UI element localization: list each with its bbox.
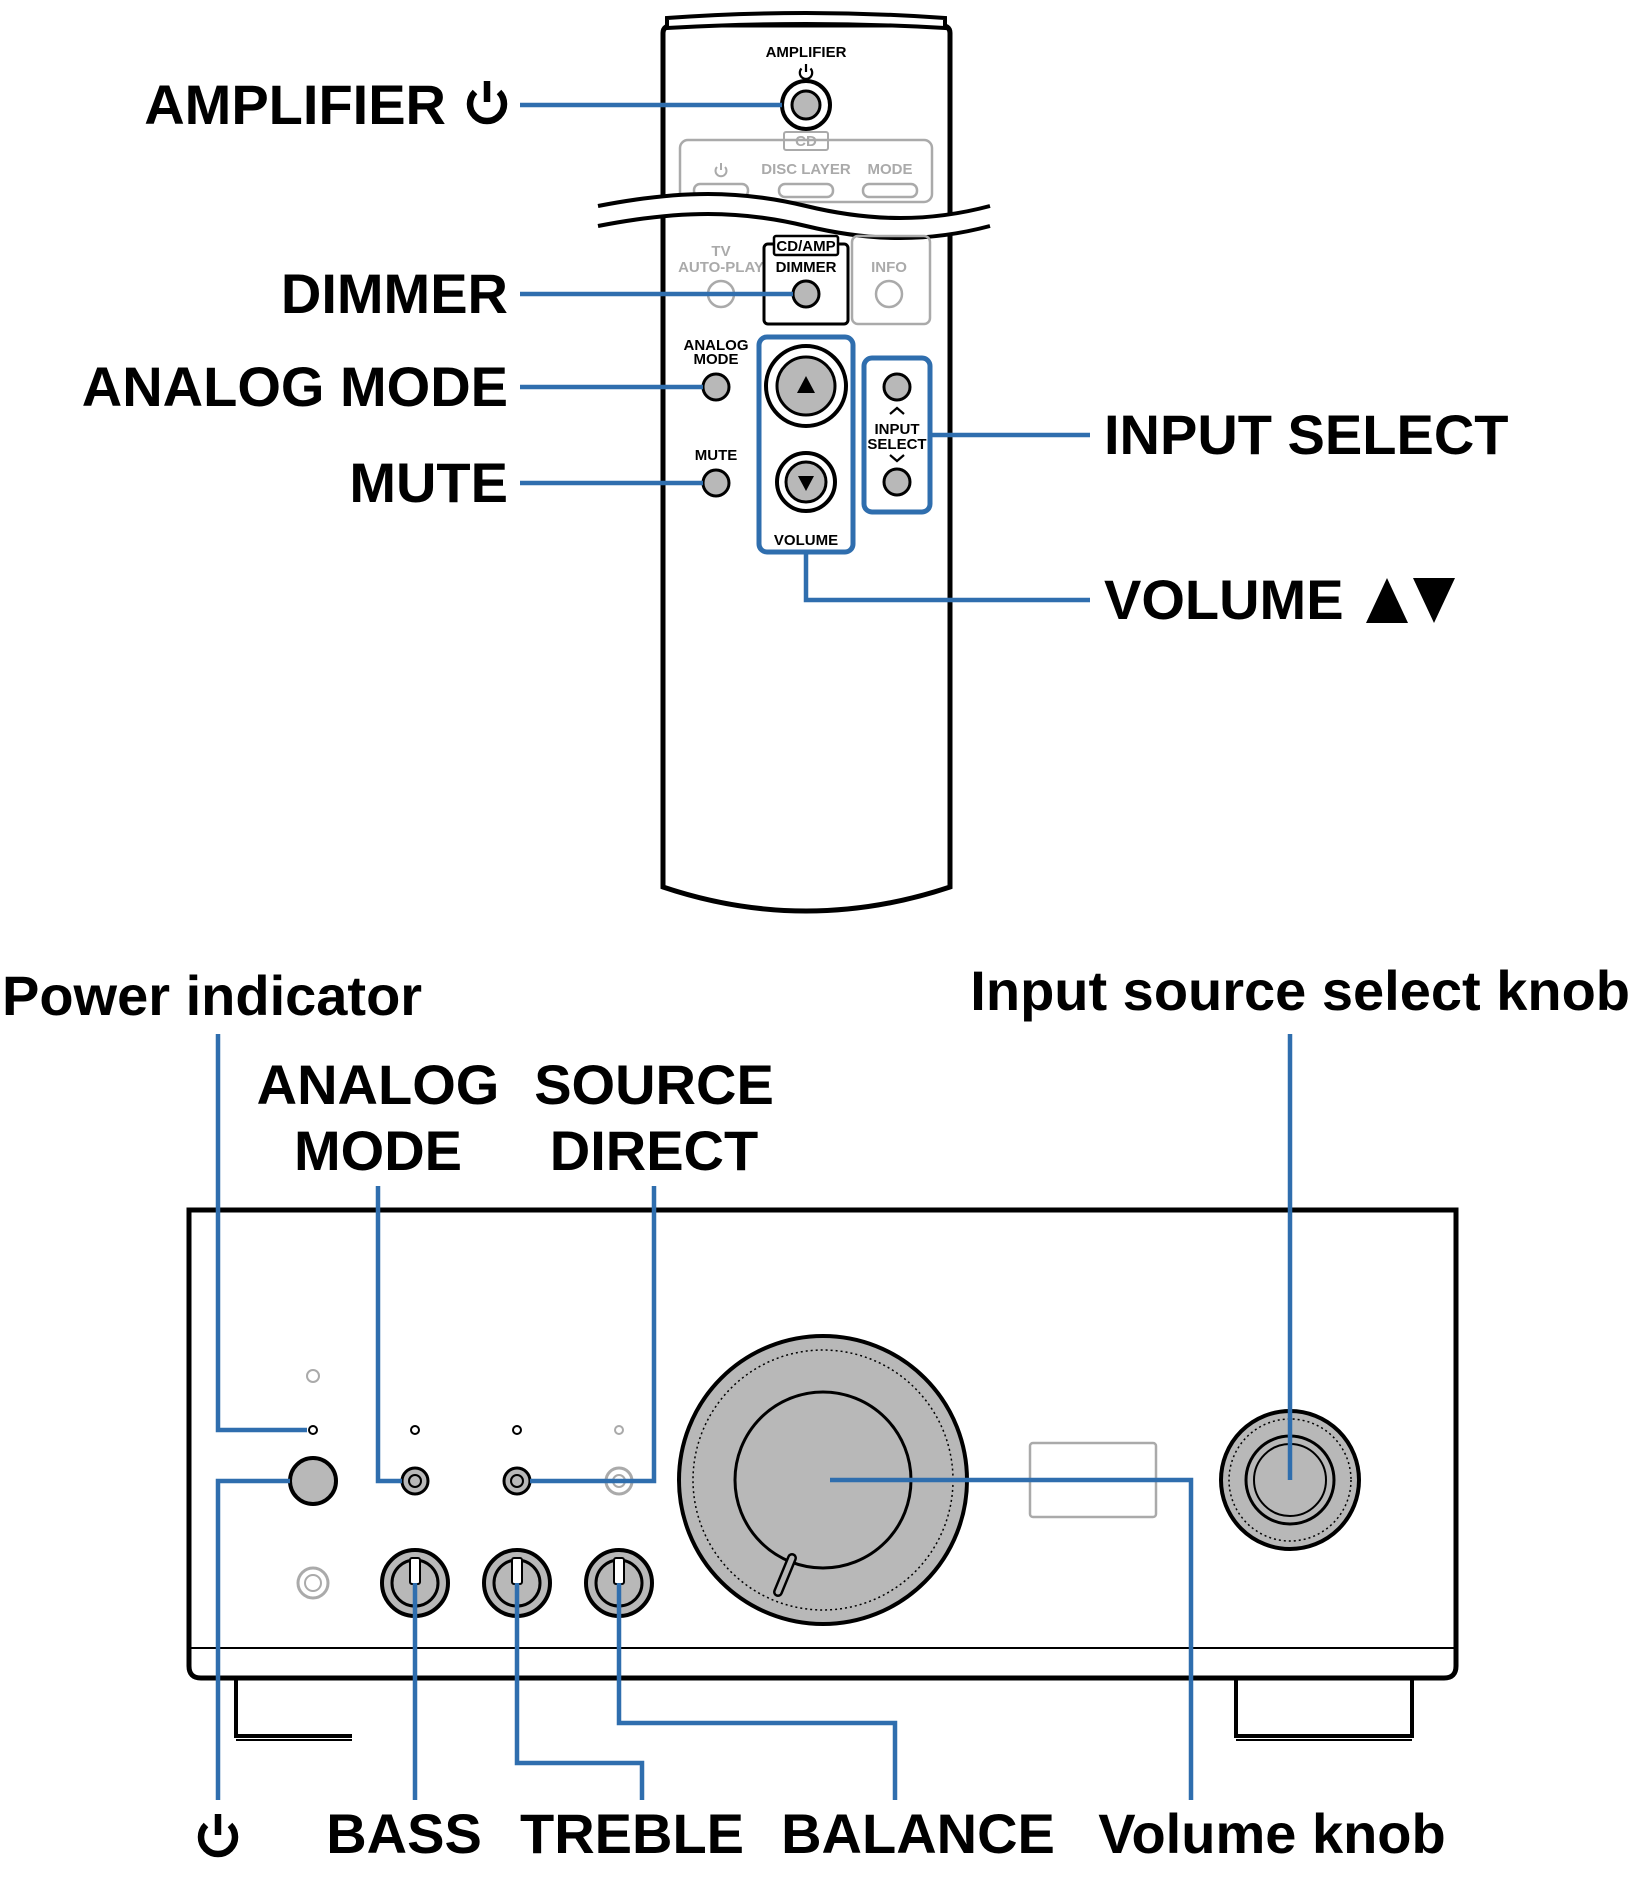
source-direct-indicator [614, 1425, 624, 1435]
remote-top-cap [665, 11, 947, 31]
info-frame [850, 234, 932, 326]
power-button[interactable] [288, 1456, 338, 1506]
triangle-down-icon [798, 476, 814, 491]
mute-button[interactable] [701, 468, 731, 498]
remote-volume-label: VOLUME [774, 532, 838, 549]
remote-control: AMPLIFIER CD DISC LAYER MODE TV AUTO-PLA… [597, 11, 991, 914]
callout-source-direct-line2: DIRECT [550, 1119, 758, 1182]
remote-analog-mode-label: MODE [694, 351, 739, 368]
leader-power-indicator [215, 1034, 307, 1433]
remote-mute-label: MUTE [695, 447, 738, 464]
callout-bass: BASS [326, 1802, 482, 1865]
auto-play-label: AUTO-PLAY [678, 259, 764, 276]
input-select-down-button[interactable] [882, 467, 912, 497]
front-panel [186, 1207, 1459, 1741]
callout-power-indicator: Power indicator [2, 964, 422, 1027]
disc-layer-label: DISC LAYER [761, 161, 851, 178]
cd-amp-label: CD/AMP [776, 238, 835, 255]
break-mask [598, 194, 990, 238]
analog-mode-button-front-inner [408, 1474, 422, 1488]
remote-input-label: INPUT [875, 421, 920, 438]
callout-analog-mode-line1: ANALOG [257, 1053, 500, 1116]
callout-analog-mode-line2: MODE [294, 1119, 462, 1182]
disc-layer-button[interactable] [777, 182, 835, 199]
source-direct-led-indicator [512, 1425, 522, 1435]
chevron-up-icon [889, 406, 905, 415]
leader-source-direct [530, 1186, 657, 1484]
callout-analog-mode: ANALOG MODE [82, 355, 508, 418]
triangle-up-icon [797, 376, 815, 393]
analog-mode-button[interactable] [701, 372, 731, 402]
volume-knob[interactable] [677, 1334, 969, 1626]
callout-amplifier: AMPLIFIER [144, 73, 446, 136]
remote-analog-label: ANALOG [684, 337, 749, 354]
amplifier-power-button-inner [790, 89, 822, 121]
break-line-bottom [597, 212, 991, 240]
power-icon [798, 64, 814, 81]
top-indicator [306, 1369, 320, 1383]
callout-source-direct-line1: SOURCE [534, 1053, 774, 1116]
analog-mode-indicator [410, 1425, 420, 1435]
mode-label: MODE [868, 161, 913, 178]
leader-treble [514, 1583, 645, 1800]
power-icon [714, 163, 728, 178]
chevron-down-icon [889, 454, 905, 463]
front-callouts: Power indicator ANALOG MODE SOURCE DIREC… [2, 959, 1630, 1865]
left-foot [234, 1678, 352, 1738]
power-icon [197, 1814, 239, 1858]
break-line-top [597, 192, 991, 220]
callout-treble: TREBLE [520, 1802, 744, 1865]
leader-analog-mode-front [375, 1186, 402, 1484]
callout-volume: VOLUME [1104, 568, 1344, 631]
remote-select-label: SELECT [867, 436, 926, 453]
remote-amplifier-label: AMPLIFIER [766, 44, 847, 61]
source-direct-button-front-inner [510, 1474, 524, 1488]
power-icon [466, 81, 508, 125]
leader-power-button [215, 1478, 290, 1800]
triangle-down-icon [1413, 578, 1455, 623]
cd-amp-tag [772, 234, 840, 257]
callout-balance: BALANCE [781, 1802, 1055, 1865]
input-select-up-button[interactable] [882, 372, 912, 402]
cd-section-frame [678, 138, 934, 204]
callout-mute: MUTE [349, 451, 508, 514]
callout-dimmer: DIMMER [281, 262, 508, 325]
tv-label: TV [711, 243, 730, 260]
dimmer-button[interactable] [791, 279, 821, 309]
right-foot [1234, 1678, 1414, 1738]
cd-label: CD [795, 133, 817, 150]
leader-volume [803, 552, 1090, 603]
power-indicator [308, 1425, 318, 1435]
info-label: INFO [871, 259, 907, 276]
remote-dimmer-label: DIMMER [776, 259, 837, 276]
callout-input-source-select-knob: Input source select knob [970, 959, 1630, 1022]
triangle-up-icon [1366, 578, 1408, 623]
front-leaders [215, 1034, 1293, 1800]
callout-volume-knob: Volume knob [1098, 1802, 1445, 1865]
info-button[interactable] [874, 279, 904, 309]
mode-button[interactable] [861, 182, 919, 199]
remote-callouts: AMPLIFIER DIMMER ANALOG MODE MUTE INPUT … [82, 73, 1509, 631]
remote-leaders [520, 102, 1090, 603]
callout-input-select: INPUT SELECT [1104, 403, 1508, 466]
leader-balance [616, 1583, 898, 1800]
leader-volume-knob [830, 1477, 1194, 1800]
headphone-jack-inner [304, 1574, 322, 1592]
